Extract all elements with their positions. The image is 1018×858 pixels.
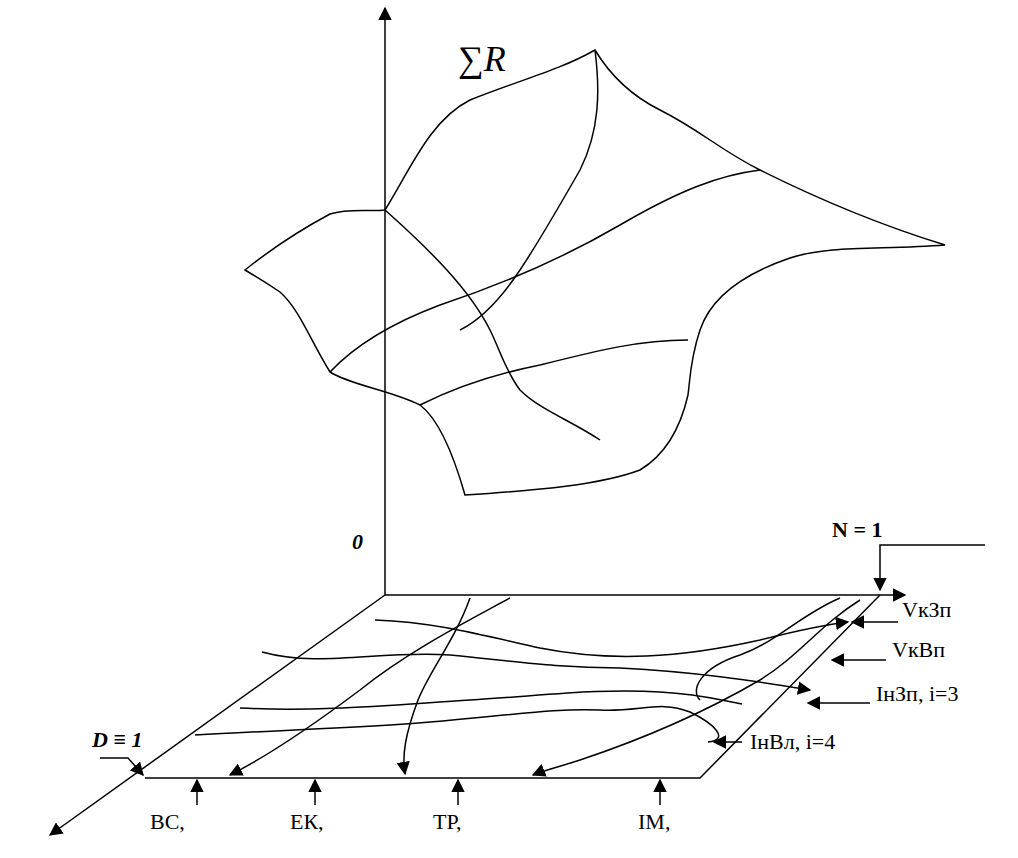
plane-curve [262,652,810,690]
axis-value: D ≡ 1 [92,728,142,752]
leader-arrow [457,780,459,805]
leader-arrow [714,741,742,743]
axis-value: N = 1 [832,518,882,542]
surface-grid-line [420,340,688,405]
column-label: ІМ, [638,810,670,834]
curve-label: VкЗп [902,598,951,622]
column-label: ВС, [150,810,185,834]
surface-outline [245,50,945,495]
curve-label: IнЗп, i=3 [876,682,958,706]
surface-grid-line [330,170,760,372]
depth-axis [50,595,385,835]
leader-line [880,545,985,590]
surface-grid-line [460,50,598,330]
plane-curve [375,620,848,656]
plane-curve [696,598,840,700]
curve-label: VкВп [892,638,945,662]
plane-curve [230,598,510,775]
leader-arrow [852,621,898,623]
leader-arrow [659,780,661,805]
leader-arrow [808,702,870,704]
column-label: ЕК, [290,810,324,834]
leader-arrow [196,780,198,805]
origin-label: 0 [352,530,363,554]
leader-line [100,758,143,775]
vertical-axis [384,8,386,595]
surface-grid-line [385,210,600,440]
curve-label: IнВл, i=4 [750,730,835,754]
leader-arrow [314,780,316,805]
axis-label: ∑R [458,40,506,80]
horizontal-axis [385,594,905,596]
plane-curve [404,598,470,774]
plane-curve [195,707,719,742]
leader-arrow [832,659,886,661]
column-label: ТР, [433,810,461,834]
plane-outline [145,595,880,778]
